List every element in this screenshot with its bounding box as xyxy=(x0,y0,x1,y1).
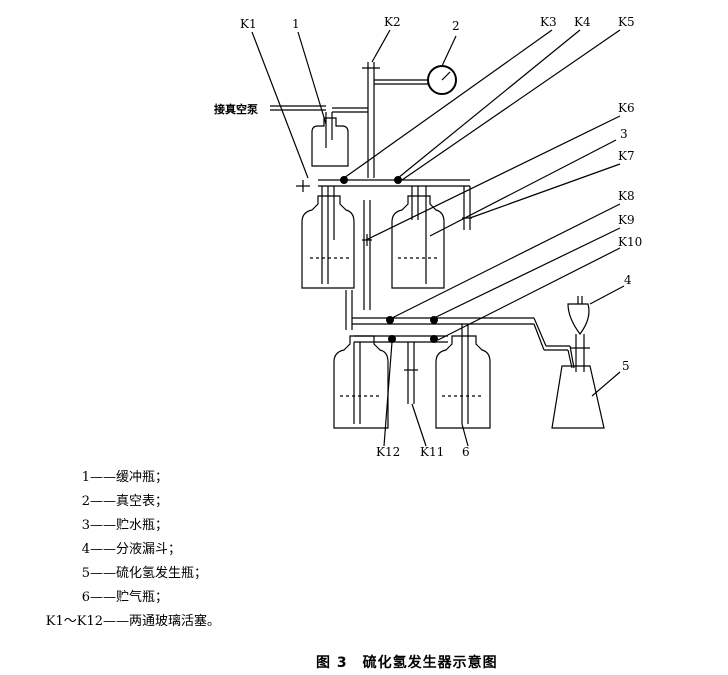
water-bottle-right xyxy=(391,186,445,289)
label-k10: K10 xyxy=(618,235,642,249)
gas-bottle-left xyxy=(333,335,389,429)
stopcock-k12 xyxy=(388,335,396,343)
label-5: 5 xyxy=(622,359,630,373)
figure-caption: 图 3 硫化氢发生器示意图 xyxy=(316,655,498,671)
stopcock-k3 xyxy=(340,176,348,184)
label-k11: K11 xyxy=(420,445,444,459)
separating-funnel xyxy=(567,296,590,372)
stopcock-k9 xyxy=(430,316,438,324)
label-k4: K4 xyxy=(574,15,591,29)
label-k3: K3 xyxy=(540,15,557,29)
label-k6: K6 xyxy=(618,101,635,115)
gas-bottle-right xyxy=(435,324,491,429)
legend-item: 2——真空表； xyxy=(81,494,169,509)
label-1: 1 xyxy=(292,17,300,31)
label-k2: K2 xyxy=(384,15,401,29)
stopcock-k10 xyxy=(430,335,438,343)
label-k12: K12 xyxy=(376,445,400,459)
stopcock-k8 xyxy=(386,316,394,324)
label-k1: K1 xyxy=(240,17,257,31)
label-2: 2 xyxy=(452,19,460,33)
legend-item: 5——硫化氢发生瓶； xyxy=(81,566,208,581)
legend-item: K1～K12——两通玻璃活塞。 xyxy=(45,614,221,629)
generator-flask xyxy=(551,365,605,429)
water-bottle-left xyxy=(301,186,355,289)
label-4: 4 xyxy=(624,273,632,287)
buffer-bottle xyxy=(311,112,349,167)
label-k9: K9 xyxy=(618,213,635,227)
legend-item: 6——贮气瓶； xyxy=(81,590,169,605)
legend-item: 4——分液漏斗； xyxy=(81,542,182,557)
label-k5: K5 xyxy=(618,15,635,29)
label-k8: K8 xyxy=(618,189,635,203)
legend-item: 1——缓冲瓶； xyxy=(81,470,169,485)
stopcock-k4 xyxy=(394,176,402,184)
label-k7: K7 xyxy=(618,149,635,163)
label-3: 3 xyxy=(620,127,628,141)
label-6: 6 xyxy=(462,445,470,459)
label-vacuum-pump: 接真空泵 xyxy=(214,102,258,116)
legend-item: 3——贮水瓶； xyxy=(81,518,169,533)
